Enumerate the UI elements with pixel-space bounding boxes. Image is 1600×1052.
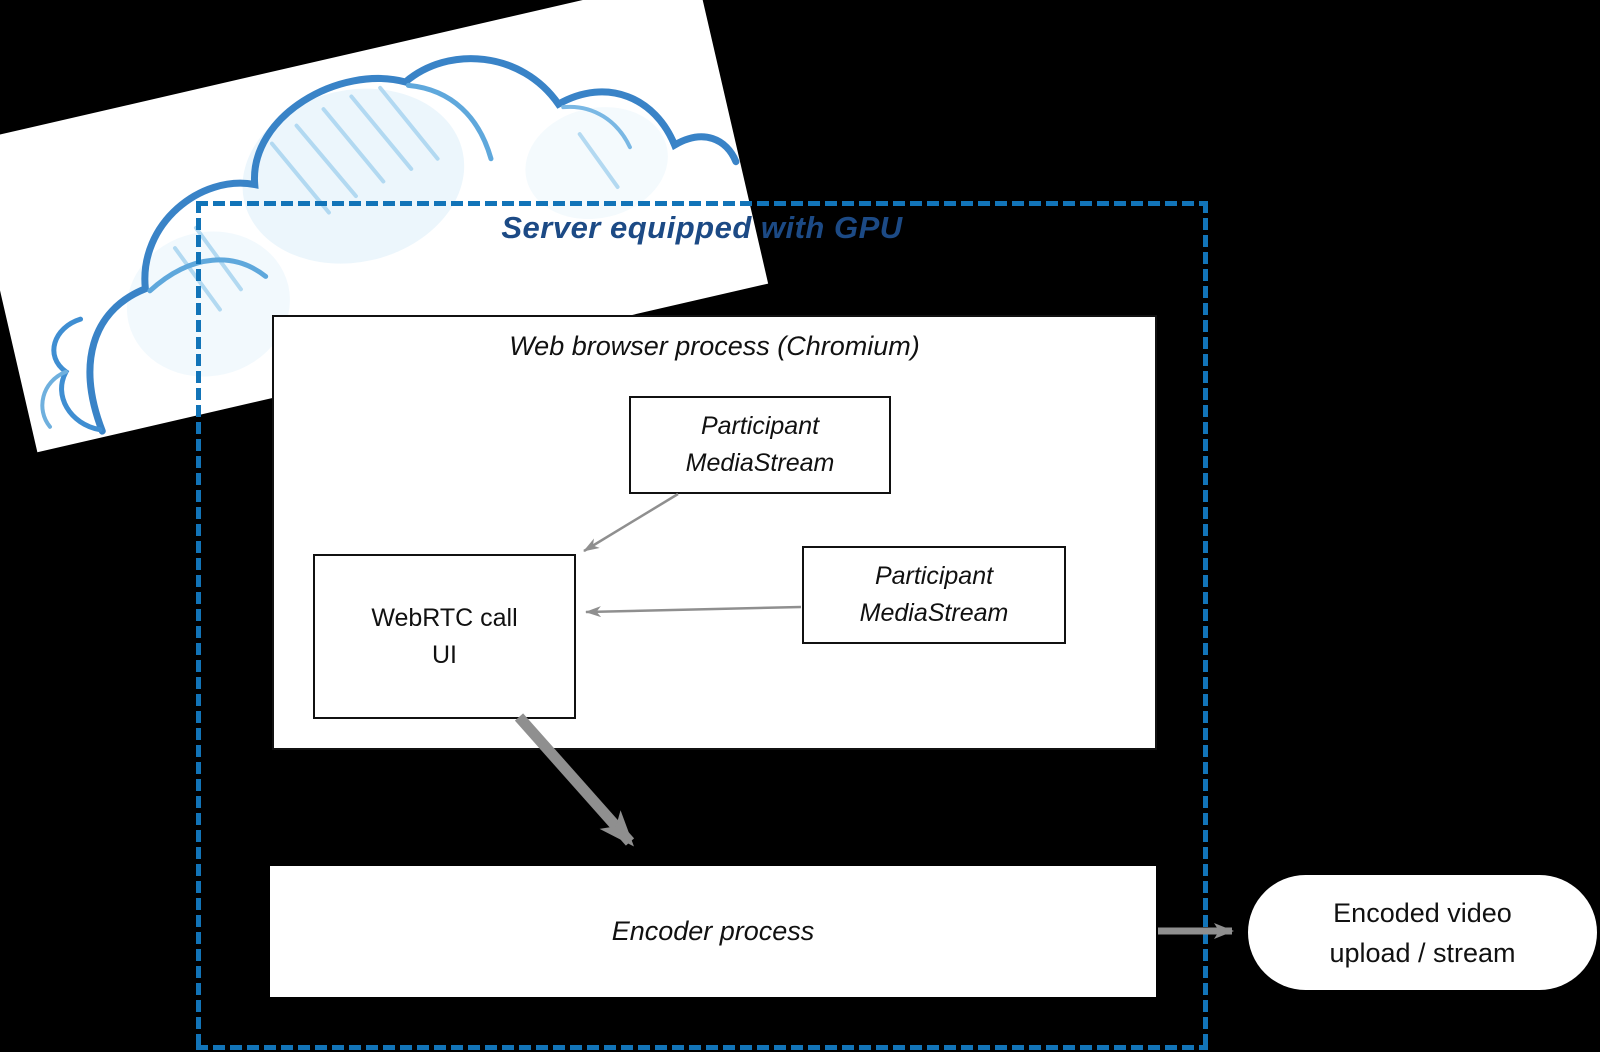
server-boundary-right-edge [1203, 201, 1208, 1050]
encoded-output-pill: Encoded video upload / stream [1248, 875, 1597, 990]
server-boundary-bottom-edge [196, 1045, 1208, 1050]
encoder-process-label: Encoder process [611, 916, 815, 946]
participant2-line2: MediaStream [859, 599, 1009, 627]
participant-mediastream-box-2: Participant MediaStream [802, 546, 1066, 644]
webrtc-line1: WebRTC call [371, 603, 518, 632]
webrtc-line2: UI [432, 640, 457, 669]
webrtc-call-ui-box: WebRTC call UI [313, 554, 576, 719]
cloud-icon [40, 55, 740, 435]
server-title: Server equipped with GPU [501, 210, 903, 245]
server-boundary-top-edge [196, 201, 1208, 206]
browser-process-box: Web browser process (Chromium) [272, 315, 1157, 750]
cloud-drawing-card [0, 0, 769, 453]
encoder-process-box: Encoder process [270, 866, 1156, 997]
server-boundary-left-edge [196, 201, 201, 1050]
output-line1: Encoded video [1333, 897, 1512, 928]
participant1-line1: Participant [700, 412, 820, 440]
browser-process-title: Web browser process (Chromium) [509, 331, 920, 361]
participant1-line2: MediaStream [685, 449, 835, 477]
output-line2: upload / stream [1329, 937, 1516, 968]
participant-mediastream-box-1: Participant MediaStream [629, 396, 891, 494]
participant2-line1: Participant [874, 562, 994, 590]
